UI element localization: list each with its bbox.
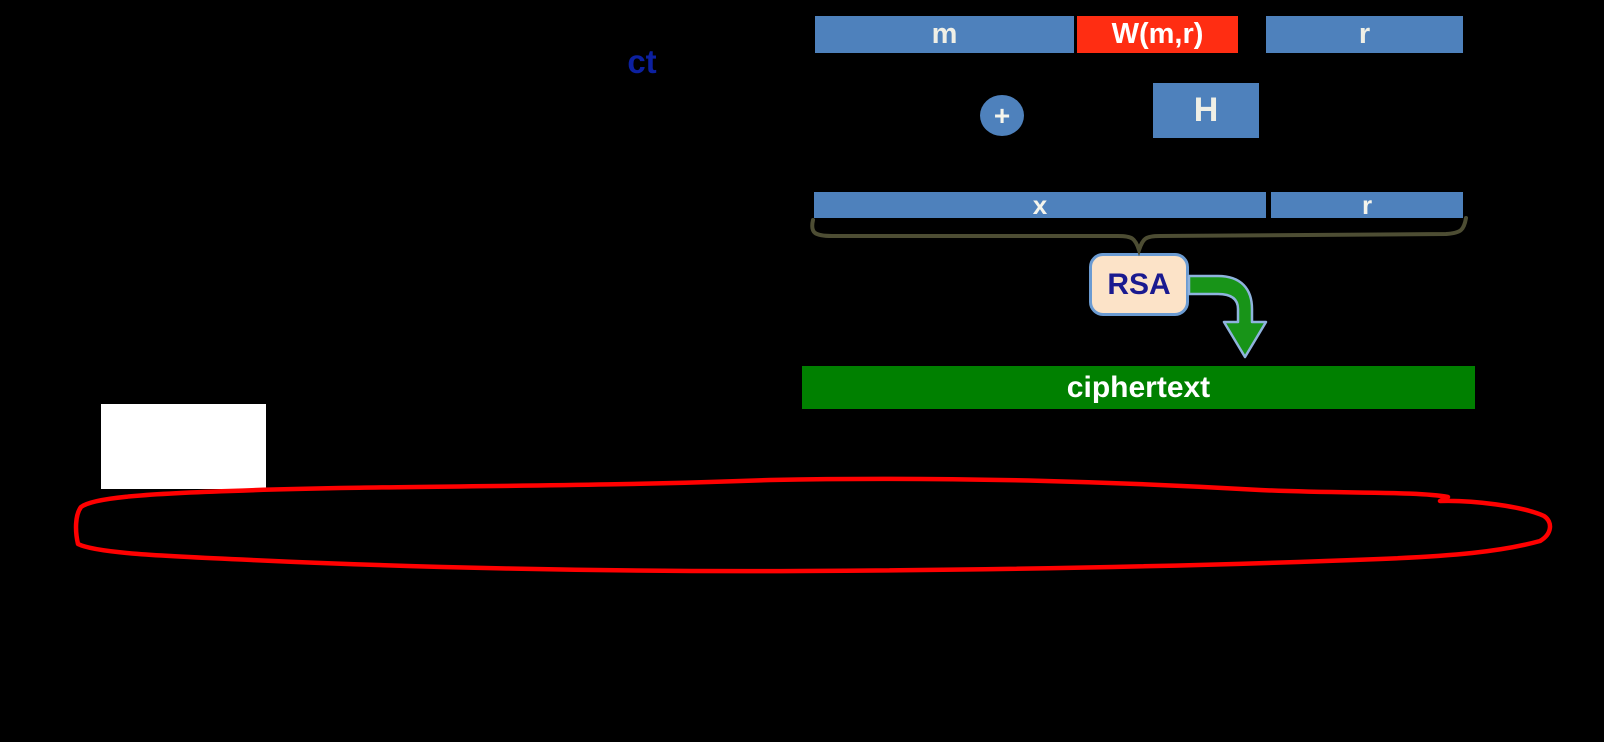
m-label: m: [931, 18, 958, 50]
x-label: x: [1032, 190, 1048, 220]
red-annotation-ellipse: [73, 476, 1553, 574]
xr-concat-bar: x r: [814, 192, 1463, 218]
white-redaction-box: [101, 404, 266, 489]
xor-plus-icon: +: [980, 95, 1024, 136]
x-segment: x: [814, 192, 1266, 218]
message-block-m: m: [815, 16, 1074, 53]
segment-divider: [1266, 192, 1271, 218]
ciphertext-bar: ciphertext: [802, 366, 1475, 409]
ct-label: ct: [627, 43, 657, 80]
rsa-label: RSA: [1107, 267, 1171, 301]
r-top-label: r: [1358, 18, 1371, 50]
w-label: W(m,r): [1111, 18, 1204, 50]
r-segment: r: [1271, 192, 1463, 218]
h-label: H: [1193, 91, 1219, 129]
r-bottom-label: r: [1361, 190, 1373, 220]
hash-function-box: H: [1153, 83, 1259, 138]
rsa-output-arrow-icon: [1187, 274, 1268, 359]
random-block-r: r: [1266, 16, 1463, 53]
w-block: W(m,r): [1077, 16, 1238, 53]
rsa-box: RSA: [1089, 253, 1189, 316]
ciphertext-label: ciphertext: [1066, 370, 1211, 404]
concat-brace: [810, 216, 1468, 257]
plus-glyph: +: [993, 99, 1011, 131]
